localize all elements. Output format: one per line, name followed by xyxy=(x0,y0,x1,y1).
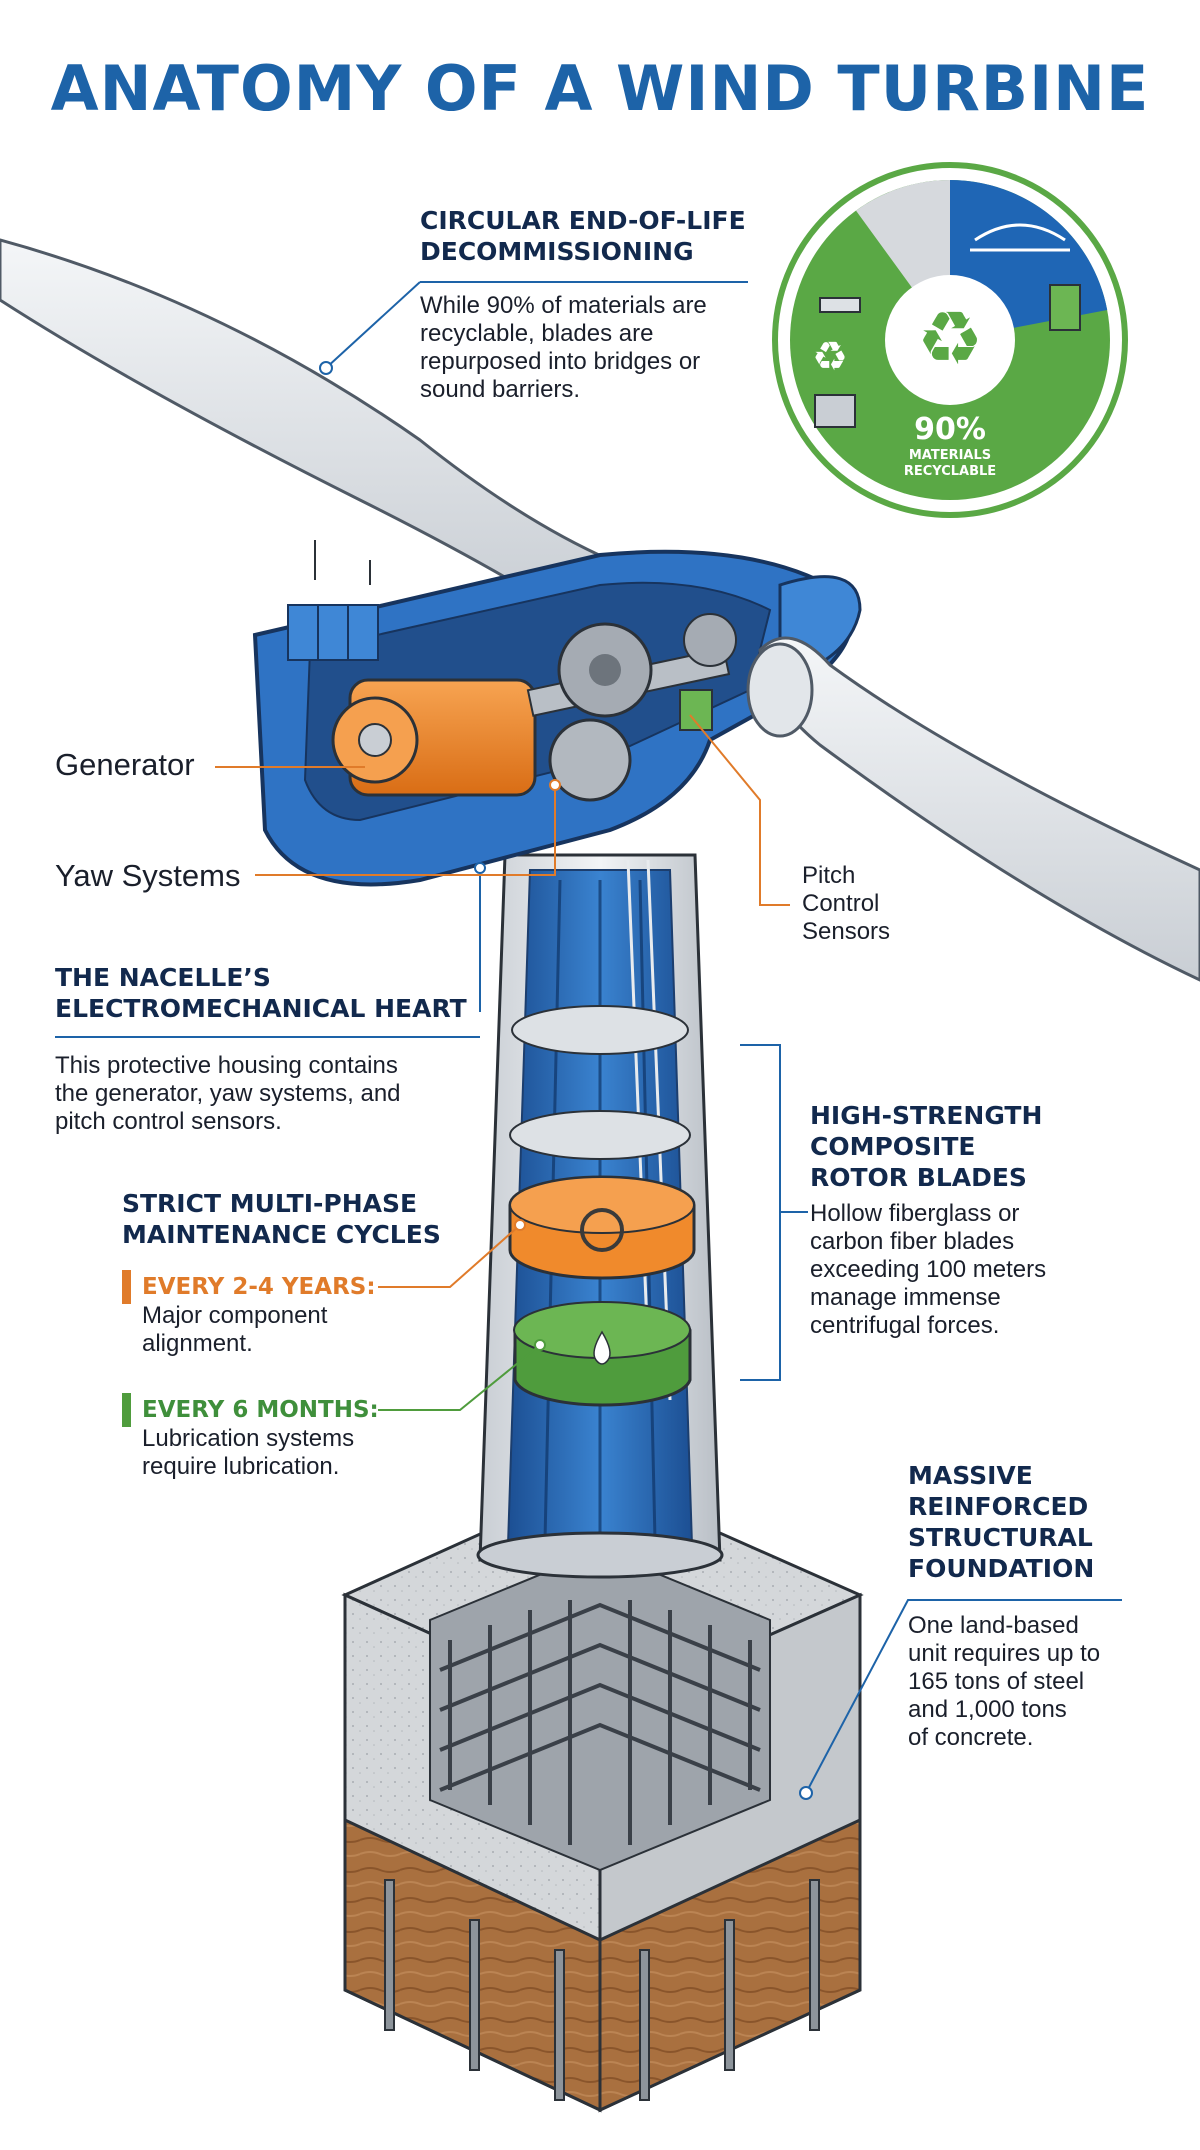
cycle-a-marker xyxy=(122,1270,131,1304)
foundation-body-line: 165 tons of steel xyxy=(908,1668,1085,1695)
recycle-badge: ♻ ♻ xyxy=(772,162,1128,518)
foundation-body-line: unit requires up to xyxy=(908,1640,1101,1667)
generator-label: Generator xyxy=(55,747,195,782)
svg-text:♻: ♻ xyxy=(812,334,848,380)
cycle-b-body: Lubrication systems require lubrication. xyxy=(142,1425,354,1481)
badge-label-line2: RECYCLABLE xyxy=(903,464,997,479)
pitch-label-line: Control xyxy=(802,890,880,917)
pitch-sensor xyxy=(679,689,713,731)
badge-percent: 90% xyxy=(914,412,986,447)
nacelle-body-line: This protective housing contains xyxy=(55,1052,398,1079)
blades-heading-line: COMPOSITE xyxy=(810,1132,976,1161)
cycle-a-body: Major component alignment. xyxy=(142,1302,327,1358)
decommissioning-body-line: sound barriers. xyxy=(420,376,581,403)
foundation-heading-line: FOUNDATION xyxy=(908,1554,1095,1583)
pitch-label-line: Pitch xyxy=(802,862,856,889)
cycle-b-marker xyxy=(122,1393,131,1427)
blades-body: Hollow fiberglass or carbon fiber blades… xyxy=(810,1200,1046,1340)
decommissioning-heading-line2: DECOMMISSIONING xyxy=(420,237,694,266)
blades-body-line: centrifugal forces. xyxy=(810,1312,1000,1339)
pitch-label-line: Sensors xyxy=(802,918,891,945)
gear-yaw xyxy=(548,718,632,802)
foundation-heading-line: MASSIVE xyxy=(908,1461,1033,1490)
foundation-body-line: One land-based xyxy=(908,1612,1079,1639)
nacelle-heading-line1: THE NACELLE’S xyxy=(55,963,271,992)
pitch-sensors-label: Pitch Control Sensors xyxy=(802,862,890,946)
cycle-b-line: require lubrication. xyxy=(142,1453,340,1480)
rebar-cage xyxy=(429,1548,771,1872)
badge-label: MATERIALS RECYCLABLE xyxy=(880,448,1020,480)
cycle-a-label: EVERY 2-4 YEARS: xyxy=(142,1274,376,1300)
nacelle-body-line: the generator, yaw systems, and xyxy=(55,1080,401,1107)
decommissioning-body-line: recyclable, blades are xyxy=(420,320,654,347)
decommissioning-body: While 90% of materials are recyclable, b… xyxy=(420,292,707,404)
blades-body-line: carbon fiber blades xyxy=(810,1228,1015,1255)
cycle-a-line: alignment. xyxy=(142,1330,253,1357)
cycle-b-label: EVERY 6 MONTHS: xyxy=(142,1397,379,1423)
nacelle-heading-line2: ELECTROMECHANICAL HEART xyxy=(55,994,467,1023)
page-title: ANATOMY OF A WIND TURBINE xyxy=(50,52,1150,125)
maintenance-heading: STRICT MULTI-PHASE MAINTENANCE CYCLES xyxy=(122,1188,441,1250)
decommissioning-heading-line1: CIRCULAR END-OF-LIFE xyxy=(420,206,746,235)
blades-body-line: manage immense xyxy=(810,1284,1001,1311)
foundation-heading-line: REINFORCED xyxy=(908,1492,1089,1521)
blades-body-line: Hollow fiberglass or xyxy=(810,1200,1020,1227)
nacelle-heading: THE NACELLE’S ELECTROMECHANICAL HEART xyxy=(55,962,467,1024)
foundation-body: One land-based unit requires up to 165 t… xyxy=(908,1612,1100,1752)
nacelle-body-line: pitch control sensors. xyxy=(55,1108,282,1135)
decommissioning-body-line: While 90% of materials are xyxy=(420,292,707,319)
decommissioning-heading: CIRCULAR END-OF-LIFE DECOMMISSIONING xyxy=(420,205,746,267)
maintenance-heading-line2: MAINTENANCE CYCLES xyxy=(122,1220,441,1249)
foundation-body-line: of concrete. xyxy=(908,1724,1034,1751)
blades-body-line: exceeding 100 meters xyxy=(810,1256,1047,1283)
maintenance-heading-line1: STRICT MULTI-PHASE xyxy=(122,1189,418,1218)
blades-heading-line: ROTOR BLADES xyxy=(810,1163,1027,1192)
badge-label-line1: MATERIALS xyxy=(908,448,992,463)
cycle-b-line: Lubrication systems xyxy=(142,1425,355,1452)
svg-text:♻: ♻ xyxy=(917,296,983,382)
blades-heading: HIGH-STRENGTH COMPOSITE ROTOR BLADES xyxy=(810,1100,1042,1193)
foundation-body-line: and 1,000 tons xyxy=(908,1696,1067,1723)
nacelle-body: This protective housing contains the gen… xyxy=(55,1052,401,1136)
foundation-heading: MASSIVE REINFORCED STRUCTURAL FOUNDATION xyxy=(908,1460,1094,1584)
yaw-systems-label: Yaw Systems xyxy=(55,858,241,893)
decommissioning-body-line: repurposed into bridges or xyxy=(420,348,701,375)
blades-heading-line: HIGH-STRENGTH xyxy=(810,1101,1043,1130)
foundation-heading-line: STRUCTURAL xyxy=(908,1523,1093,1552)
cycle-a-line: Major component xyxy=(142,1302,328,1329)
